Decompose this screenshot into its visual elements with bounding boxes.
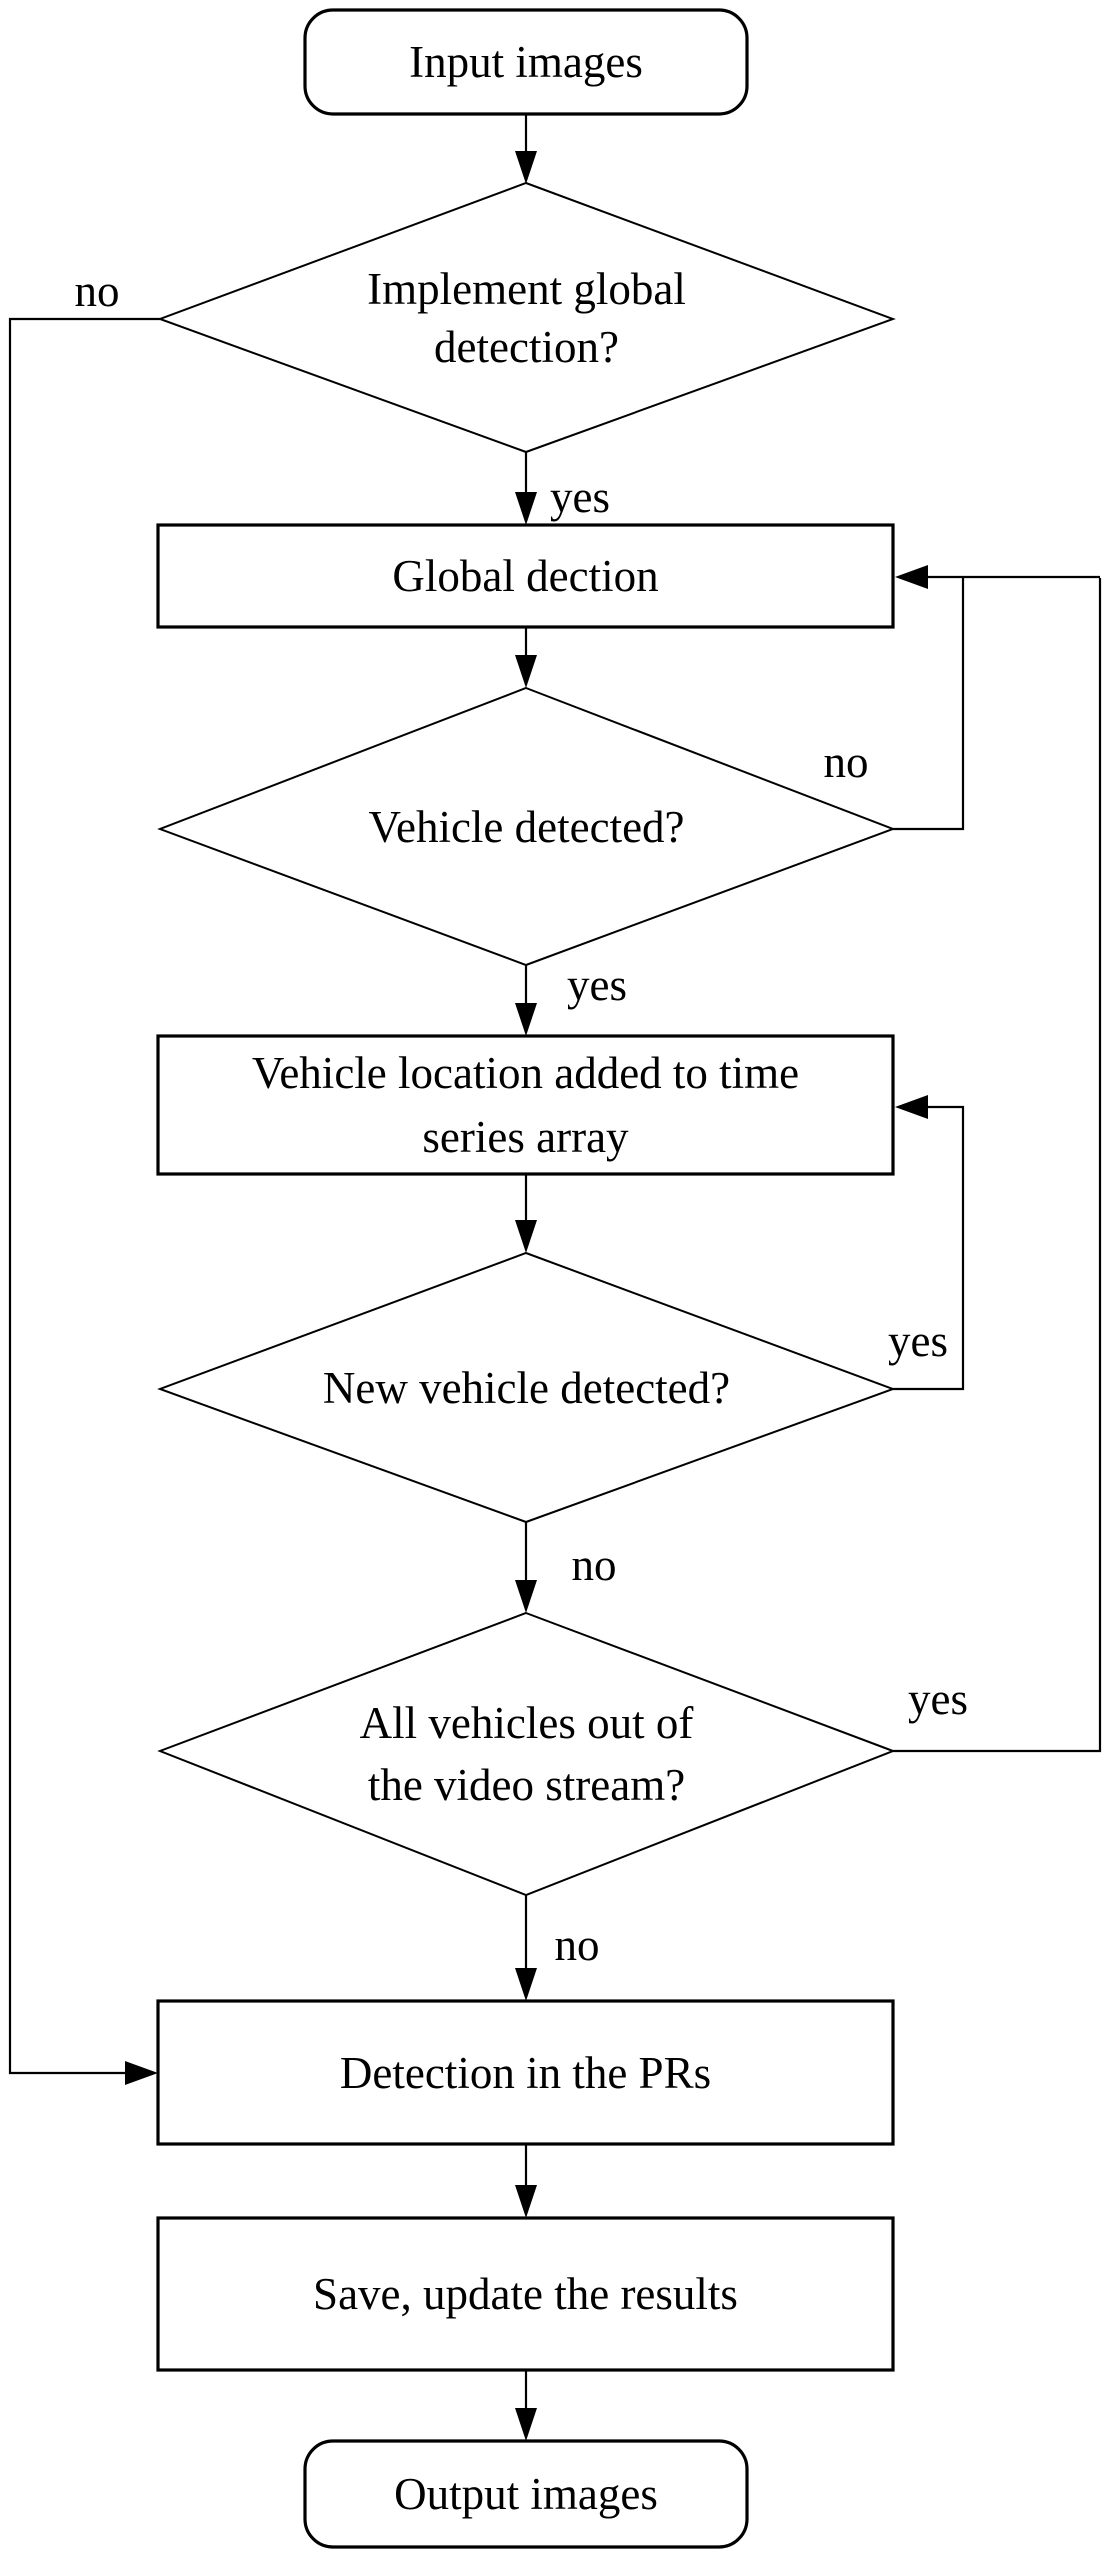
node-label-text: Detection in the PRs [339, 2047, 712, 2098]
node-label-vehicle-location: Vehicle location added to time series ar… [158, 1036, 893, 1174]
arrowhead-into-new-vehicle [515, 1220, 537, 1253]
arrowheads [125, 151, 928, 2441]
edge-label-vehicle-detected-no: no [823, 737, 869, 787]
process-detection-prs-shape [156, 1999, 895, 2146]
node-label-line1: Vehicle location added to time [251, 1048, 800, 1098]
arrowhead-into-all-vehicles-out [515, 1580, 537, 1613]
node-label-line1: Implement global [367, 263, 686, 314]
process-save-update-shape [156, 2216, 895, 2372]
terminator-input-shape [303, 8, 749, 116]
process-vehicle-location-shape [156, 1034, 895, 1176]
arrowhead-into-vehicle-location-top [515, 1003, 537, 1036]
node-label-line2: series array [422, 1112, 629, 1162]
node-label-text: New vehicle detected? [322, 1362, 731, 1413]
arrowhead-into-detection-prs-top [515, 1968, 537, 2001]
decision-implement-global-shape [157, 181, 896, 454]
connectors [8, 114, 1102, 2413]
node-label-text: Output images [394, 2469, 658, 2519]
node-label-line2: the video stream? [367, 1760, 686, 1810]
node-label-implement-global-detection: Implement global detection? [160, 183, 893, 452]
node-label-text: Save, update the results [313, 2269, 738, 2319]
edge-vehicle-detected-no-loop [893, 578, 965, 831]
node-shapes [156, 8, 896, 2549]
decision-all-vehicles-out-shape [157, 1611, 896, 1897]
decision-new-vehicle-shape [157, 1251, 896, 1524]
node-label-global-detection: Global dection [158, 525, 893, 627]
node-label-save-update: Save, update the results [158, 2218, 893, 2370]
edge-label-implement-global-yes: yes [550, 472, 610, 522]
arrowhead-into-output [515, 2408, 537, 2441]
arrowhead-into-global-detection-top [515, 492, 537, 525]
arrowhead-into-detection-prs-left [125, 2061, 158, 2085]
edge-label-new-vehicle-yes: yes [888, 1316, 948, 1366]
decision-vehicle-detected-shape [157, 686, 896, 967]
arrowhead-into-vehicle-location-right [895, 1095, 928, 1119]
edge-label-all-vehicles-out-yes: yes [908, 1674, 968, 1724]
edge-new-vehicle-yes-loop [893, 1105, 965, 1391]
process-global-detection-shape [156, 523, 895, 629]
node-label-text: Global dection [392, 551, 659, 601]
node-label-vehicle-detected: Vehicle detected? [160, 688, 893, 965]
arrowhead-into-global-detection-right [895, 565, 928, 589]
node-label-text: Input images [409, 37, 643, 87]
node-label-new-vehicle-detected: New vehicle detected? [160, 1253, 893, 1522]
node-label-text: Vehicle detected? [368, 801, 685, 852]
node-label-all-vehicles-out: All vehicles out of the video stream? [160, 1613, 893, 1895]
edge-label-all-vehicles-out-no: no [554, 1920, 600, 1970]
edge-label-new-vehicle-no: no [571, 1540, 617, 1590]
edge-label-vehicle-detected-yes: yes [567, 960, 627, 1010]
node-label-line1: All vehicles out of [359, 1698, 694, 1748]
edge-implement-global-no-to-detection-prs [8, 317, 160, 2075]
node-label-output-images: Output images [305, 2441, 747, 2547]
edge-all-vehicles-out-yes-loop [893, 578, 1102, 1753]
node-label-line2: detection? [434, 321, 619, 372]
edge-label-implement-global-no: no [74, 266, 120, 316]
node-label-detection-prs: Detection in the PRs [158, 2001, 893, 2144]
node-label-input-images: Input images [305, 10, 747, 114]
arrowhead-into-implement-global [515, 151, 537, 184]
arrowhead-into-save-update [515, 2185, 537, 2218]
arrowhead-into-vehicle-detected [515, 655, 537, 688]
